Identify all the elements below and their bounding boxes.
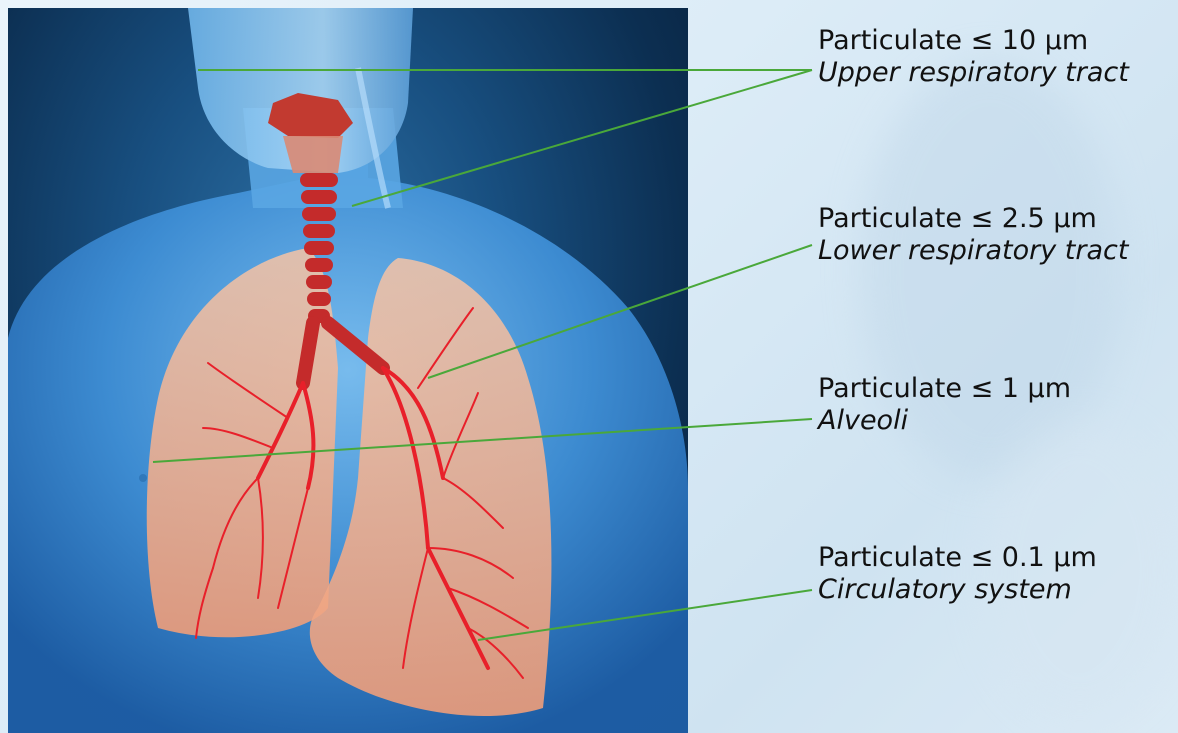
anatomy-drawing: [8, 8, 688, 733]
region-label: Alveoli: [818, 405, 1178, 437]
annotation-lower-respiratory: Particulate ≤ 2.5 μm Lower respiratory t…: [818, 203, 1178, 267]
particle-size-label: Particulate ≤ 1 μm: [818, 373, 1178, 405]
particle-size-label: Particulate ≤ 10 μm: [818, 25, 1178, 57]
particle-size-label: Particulate ≤ 0.1 μm: [818, 542, 1178, 574]
annotation-circulatory: Particulate ≤ 0.1 μm Circulatory system: [818, 542, 1178, 606]
annotation-upper-respiratory: Particulate ≤ 10 μm Upper respiratory tr…: [818, 25, 1178, 89]
particle-size-label: Particulate ≤ 2.5 μm: [818, 203, 1178, 235]
region-label: Upper respiratory tract: [818, 57, 1178, 89]
region-label: Lower respiratory tract: [818, 235, 1178, 267]
region-label: Circulatory system: [818, 574, 1178, 606]
annotation-alveoli: Particulate ≤ 1 μm Alveoli: [818, 373, 1178, 437]
respiratory-system-illustration: [8, 8, 688, 733]
